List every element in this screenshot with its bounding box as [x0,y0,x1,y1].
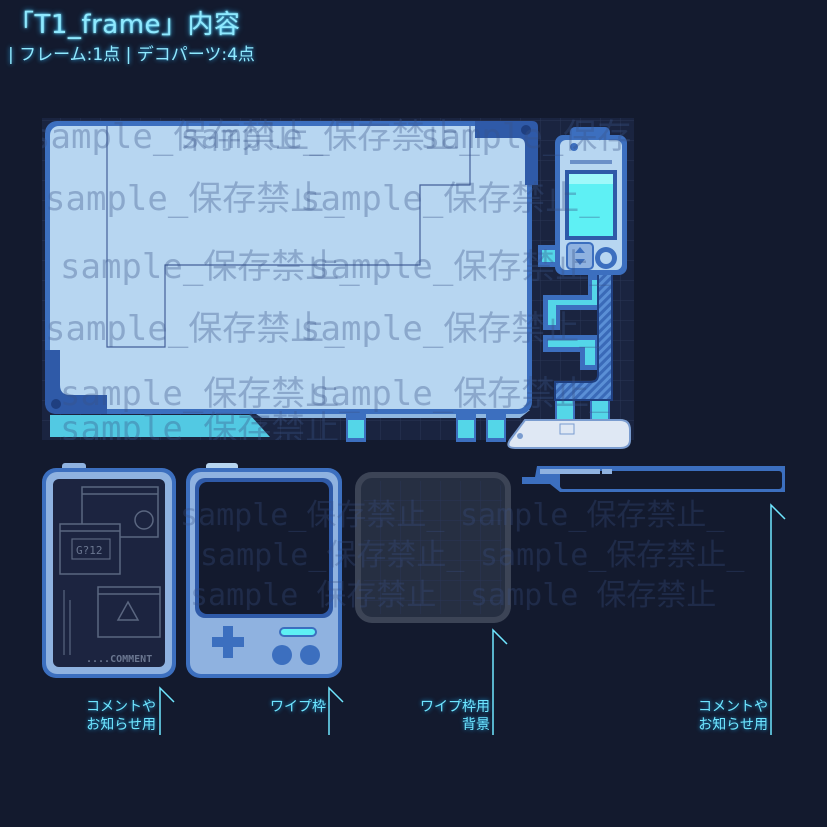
select-bar [279,627,317,637]
corner-bottom-left [45,350,107,414]
callout-wipe-bg [492,628,508,735]
watermark-row: sample_保存禁止_ [300,179,600,219]
watermark-lower: sample_保存禁止_ sample_保存禁止_ sample_保存禁止_ s… [180,498,745,613]
watermark-row: sample_保存禁止_ [60,409,360,449]
label-line: コメントや [698,699,768,715]
callout-wipe-frame [328,686,344,735]
comment-footer-text: ....COMMENT [86,654,152,665]
frame-inner-outline [106,126,471,348]
watermark-row: sample_保存禁止_ [180,117,480,157]
window-code: G?12 [76,544,103,557]
label-line: お知らせ用 [698,717,768,733]
watermark-row: sample_保存禁止_ [470,578,735,613]
label-line: 背景 [462,717,490,733]
frame-panel-face [50,126,527,409]
button-b-icon [300,645,320,665]
label-comment-left: コメントや お知らせ用 [60,698,156,734]
callout-lines [159,503,786,735]
watermark-row: sample_保存禁止_ [60,247,360,287]
watermark: sample_保存禁止_ sample_保存禁止_ sample_保存禁止_ s… [30,117,720,449]
wipe-background [355,472,511,623]
dpad-icon [212,626,244,658]
frame-bottom-bar [50,415,270,437]
watermark-row: sample_保存禁止_ [180,498,445,533]
watermark-row: sample_保存禁止_ [300,309,600,349]
page-title: 「T1_frame」内容 [8,10,241,40]
watermark-row: sample_保存禁止_ [310,247,610,287]
watermark-row: sample_保存禁止_ [480,538,745,573]
label-line: ワイプ枠用 [420,699,490,715]
frame-feet [346,414,506,442]
button-a-icon [272,645,292,665]
watermark-row: sample_保存禁止_ [420,117,720,157]
wipe-frame [186,463,342,678]
label-wipe-frame: ワイプ枠 [236,698,326,716]
watermark-row: sample_保存禁止_ [200,538,465,573]
watermark-row: sample_保存禁止_ [60,374,360,414]
label-line: お知らせ用 [86,717,156,733]
striped-conduit [554,261,613,401]
watermark-row: sample_保存禁止_ [460,498,725,533]
page-subtitle: | フレーム:1点 | デコパーツ:4点 [8,45,255,65]
side-pipes [538,245,610,423]
corner-top-right [475,121,538,185]
watermark-row: sample_保存禁止_ [30,117,330,157]
callout-comment-right [770,503,786,735]
comment-panel: G?12 ....COMMENT [42,463,176,678]
base-unit [507,419,631,449]
watermark-row: sample_保存禁止_ [310,374,610,414]
callout-comment-left [159,686,175,735]
main-frame: sample_保存禁止_ sample_保存禁止_ sample_保存禁止_ s… [30,117,720,449]
watermark-row: sample_保存禁止_ [190,578,455,613]
label-wipe-bg: ワイプ枠用 背景 [390,698,490,734]
warning-icon [116,600,140,621]
watermark-row: sample_保存禁止_ [45,309,345,349]
comment-bar [522,466,785,492]
label-line: ワイプ枠 [270,699,326,715]
capsule-unit [555,127,627,275]
watermark-row: sample_保存禁止_ [45,179,345,219]
label-comment-right: コメントや お知らせ用 [670,698,768,734]
label-line: コメントや [86,699,156,715]
